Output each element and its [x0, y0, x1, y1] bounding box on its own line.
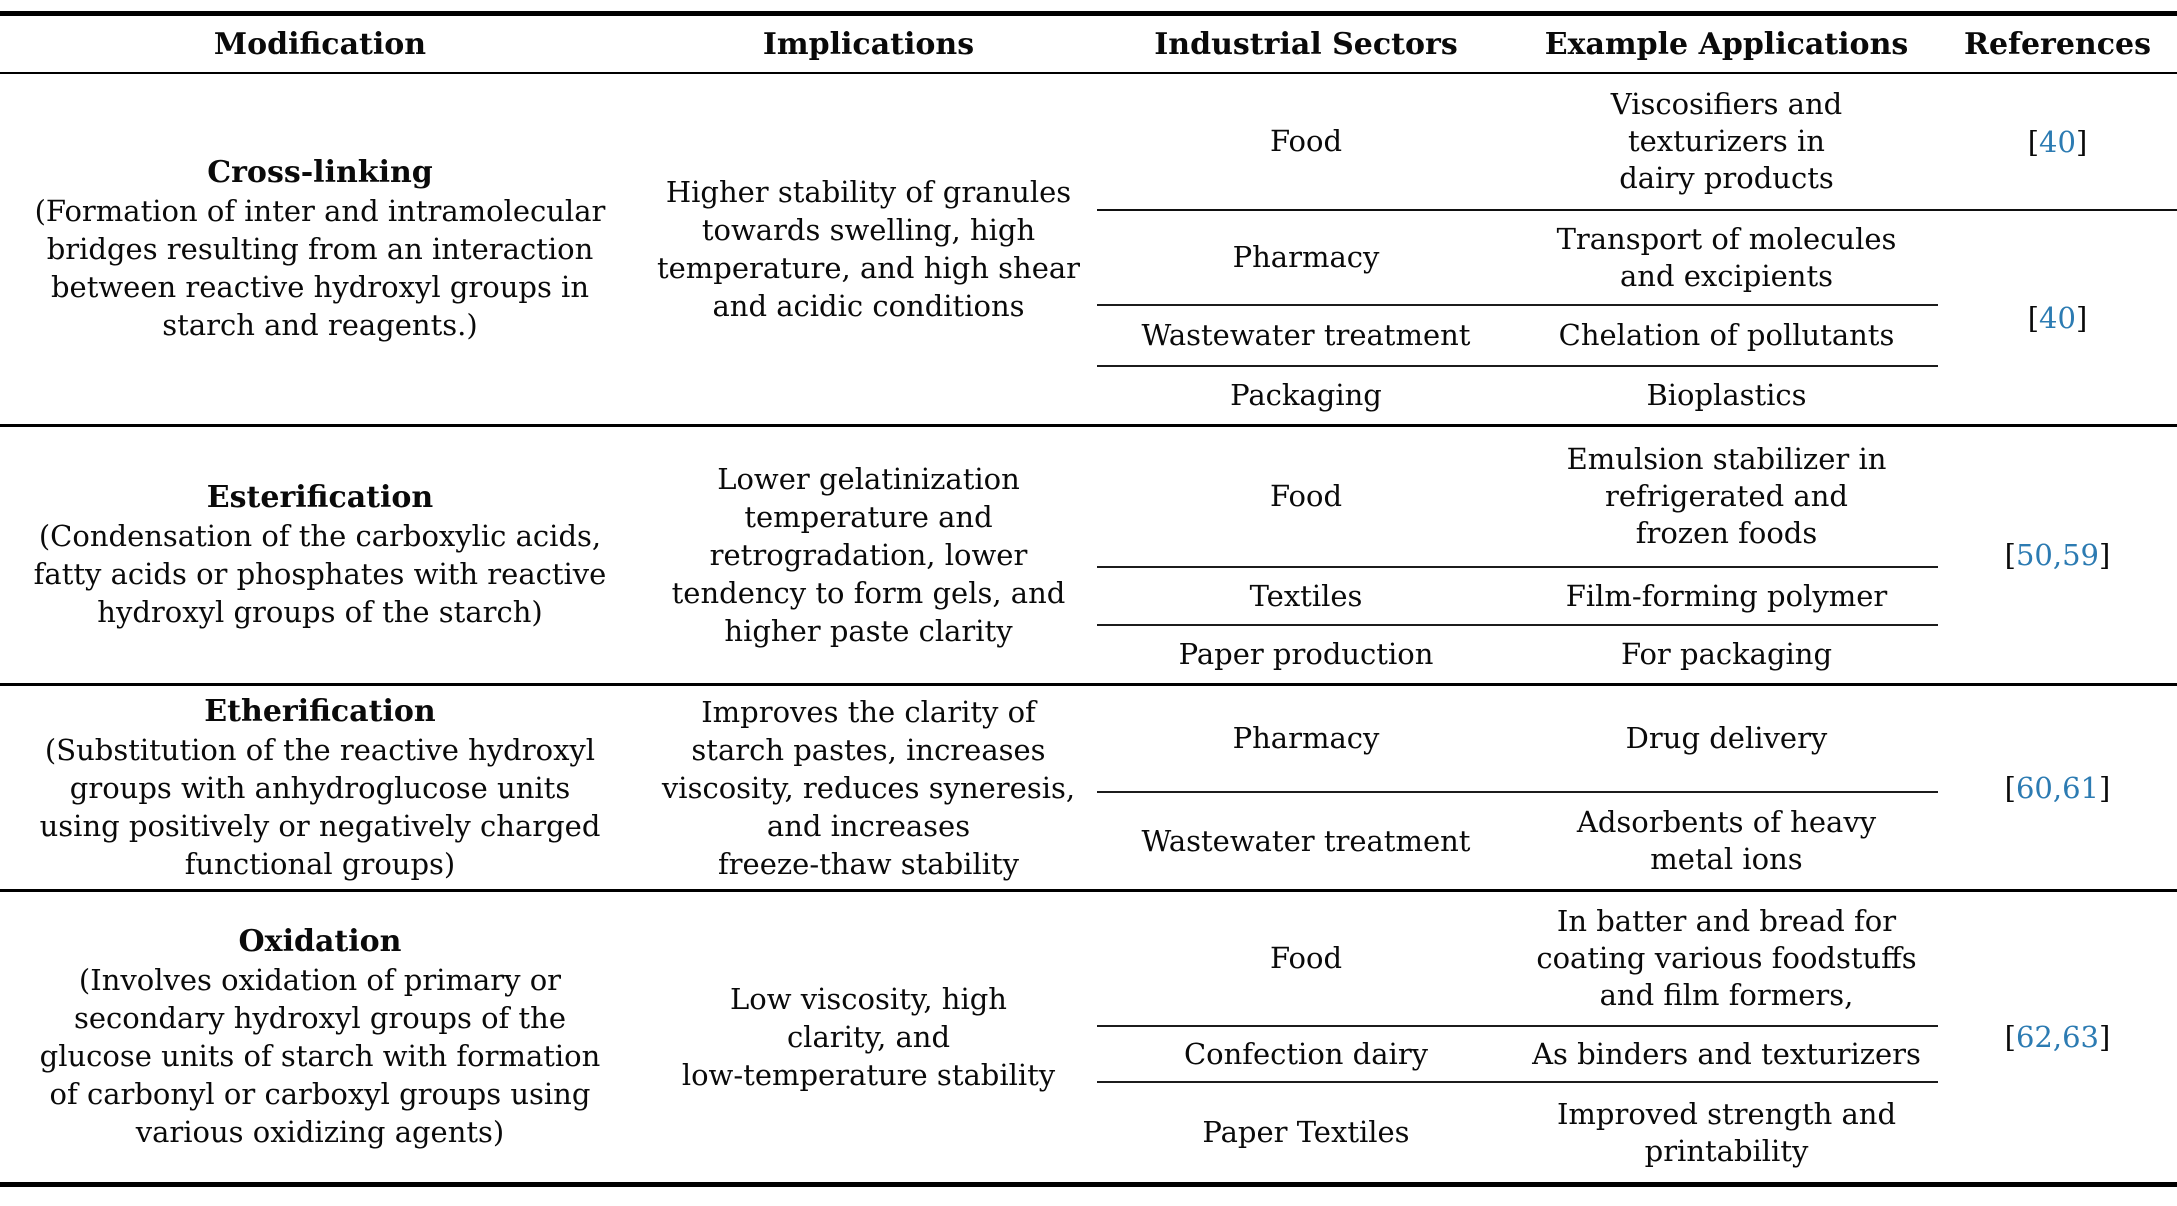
application-cell: Bioplastics	[1646, 378, 1807, 412]
sector-cell: Food	[1269, 124, 1343, 158]
application-cell: As binders and texturizers	[1532, 1036, 1921, 1071]
implications-cell: Higher stability of granules towards swe…	[656, 175, 1081, 323]
column-header-example-applications: Example Applications	[1544, 26, 1909, 62]
reference-bracket-open: [	[2004, 770, 2016, 805]
reference-link[interactable]: 60,61	[2015, 770, 2100, 805]
sectors-applications-area: Food In batter and bread for coating var…	[1097, 892, 2177, 1182]
section-oxidation: Oxidation (Involves oxidation of primary…	[0, 892, 2177, 1182]
sector-row: Textiles Film-forming polymer	[1097, 568, 1938, 626]
column-header-implications: Implications	[762, 26, 975, 62]
reference-bracket-open: [	[2027, 300, 2040, 335]
application-cell: Film-forming polymer	[1565, 578, 1888, 613]
sector-row: Packaging Bioplastics	[1097, 367, 1938, 424]
reference-band: Food Viscosifiers and texturizers in dai…	[1097, 74, 2177, 211]
implications-cell: Lower gelatinization temperature and ret…	[671, 462, 1066, 648]
reference-link[interactable]: 40	[2039, 300, 2076, 335]
reference-cell: [40]	[1938, 211, 2177, 424]
application-cell: Adsorbents of heavy metal ions	[1576, 805, 1877, 876]
reference-band: Pharmacy Drug delivery Wastewater treatm…	[1097, 686, 2177, 889]
sector-cell: Pharmacy	[1232, 721, 1380, 755]
sector-row: Food In batter and bread for coating var…	[1097, 892, 1938, 1027]
sector-cell: Food	[1269, 479, 1343, 513]
sector-row: Pharmacy Transport of molecules and exci…	[1097, 211, 1938, 306]
sectors-applications-area: Food Viscosifiers and texturizers in dai…	[1097, 74, 2177, 424]
sector-row: Food Viscosifiers and texturizers in dai…	[1097, 74, 1938, 209]
application-cell: Chelation of pollutants	[1558, 318, 1895, 352]
application-cell: Viscosifiers and texturizers in dairy pr…	[1610, 87, 1843, 195]
modification-title: Etherification	[204, 693, 436, 729]
column-header-industrial-sectors: Industrial Sectors	[1154, 26, 1458, 62]
modification-cell: Cross-linking (Formation of inter and in…	[0, 74, 640, 424]
sectors-applications-area: Pharmacy Drug delivery Wastewater treatm…	[1097, 686, 2177, 889]
modification-description: (Substitution of the reactive hydroxyl g…	[39, 732, 601, 881]
reference-bracket-close: ]	[2075, 300, 2088, 335]
modification-cell: Oxidation (Involves oxidation of primary…	[0, 892, 640, 1182]
sector-cell: Pharmacy	[1232, 240, 1380, 274]
modification-title: Cross-linking	[207, 155, 433, 190]
section-cross-linking: Cross-linking (Formation of inter and in…	[0, 74, 2177, 427]
reference-cell: [60,61]	[1938, 686, 2177, 889]
starch-modifications-table: Modification Implications Industrial Sec…	[0, 11, 2177, 1187]
modification-title: Esterification	[206, 480, 434, 515]
reference-cell: [40]	[1938, 74, 2177, 209]
reference-cell: [62,63]	[1938, 892, 2177, 1182]
reference-cell: [50,59]	[1938, 427, 2177, 683]
reference-band: Pharmacy Transport of molecules and exci…	[1097, 211, 2177, 424]
sector-row: Wastewater treatment Adsorbents of heavy…	[1097, 793, 1938, 889]
modification-title: Oxidation	[238, 924, 402, 959]
reference-band: Food Emulsion stabilizer in refrigerated…	[1097, 427, 2177, 683]
column-header-modification: Modification	[213, 26, 427, 62]
sectors-applications-area: Food Emulsion stabilizer in refrigerated…	[1097, 427, 2177, 683]
implications-cell: Low viscosity, high clarity, and low-tem…	[681, 982, 1056, 1092]
sector-row: Confection dairy As binders and texturiz…	[1097, 1027, 1938, 1083]
application-cell: For packaging	[1620, 637, 1833, 671]
sector-cell: Paper production	[1178, 637, 1434, 671]
sector-row: Food Emulsion stabilizer in refrigerated…	[1097, 427, 1938, 568]
application-cell: Drug delivery	[1625, 721, 1828, 755]
reference-band: Food In batter and bread for coating var…	[1097, 892, 2177, 1182]
sector-cell: Paper Textiles	[1202, 1115, 1410, 1149]
reference-bracket-open: [	[2027, 124, 2040, 159]
reference-bracket-close: ]	[2075, 124, 2088, 159]
modification-description: (Involves oxidation of primary or second…	[39, 963, 601, 1149]
application-cell: In batter and bread for coating various …	[1536, 904, 1917, 1012]
reference-link[interactable]: 40	[2039, 124, 2076, 159]
reference-bracket-close: ]	[2099, 770, 2111, 805]
reference-bracket-close: ]	[2099, 1020, 2111, 1054]
sector-cell: Textiles	[1249, 578, 1363, 613]
sector-row: Paper Textiles Improved strength and pri…	[1097, 1083, 1938, 1182]
modification-description: (Condensation of the carboxylic acids, f…	[33, 519, 607, 629]
sector-cell: Wastewater treatment	[1141, 318, 1471, 352]
application-cell: Emulsion stabilizer in refrigerated and …	[1566, 442, 1887, 550]
sector-cell: Food	[1269, 941, 1343, 975]
sector-row: Pharmacy Drug delivery	[1097, 686, 1938, 793]
sector-row: Paper production For packaging	[1097, 626, 1938, 683]
application-cell: Improved strength and printability	[1556, 1096, 1897, 1168]
sector-cell: Packaging	[1230, 378, 1382, 412]
modification-cell: Esterification (Condensation of the carb…	[0, 427, 640, 683]
modification-cell: Etherification (Substitution of the reac…	[0, 686, 640, 889]
reference-link[interactable]: 62,63	[2015, 1020, 2100, 1054]
sector-cell: Wastewater treatment	[1141, 823, 1471, 858]
application-cell: Transport of molecules and excipients	[1556, 221, 1897, 293]
sector-row: Wastewater treatment Chelation of pollut…	[1097, 306, 1938, 367]
reference-link[interactable]: 50,59	[2015, 538, 2100, 572]
column-header-references: References	[1964, 26, 2151, 62]
reference-bracket-close: ]	[2099, 538, 2111, 572]
section-esterification: Esterification (Condensation of the carb…	[0, 427, 2177, 686]
implications-cell: Improves the clarity of starch pastes, i…	[661, 694, 1076, 881]
table-header-row: Modification Implications Industrial Sec…	[0, 16, 2177, 74]
sector-cell: Confection dairy	[1183, 1036, 1429, 1071]
reference-bracket-open: [	[2004, 1020, 2016, 1054]
modification-description: (Formation of inter and intramolecular b…	[34, 194, 606, 342]
section-etherification: Etherification (Substitution of the reac…	[0, 686, 2177, 892]
reference-bracket-open: [	[2004, 538, 2016, 572]
